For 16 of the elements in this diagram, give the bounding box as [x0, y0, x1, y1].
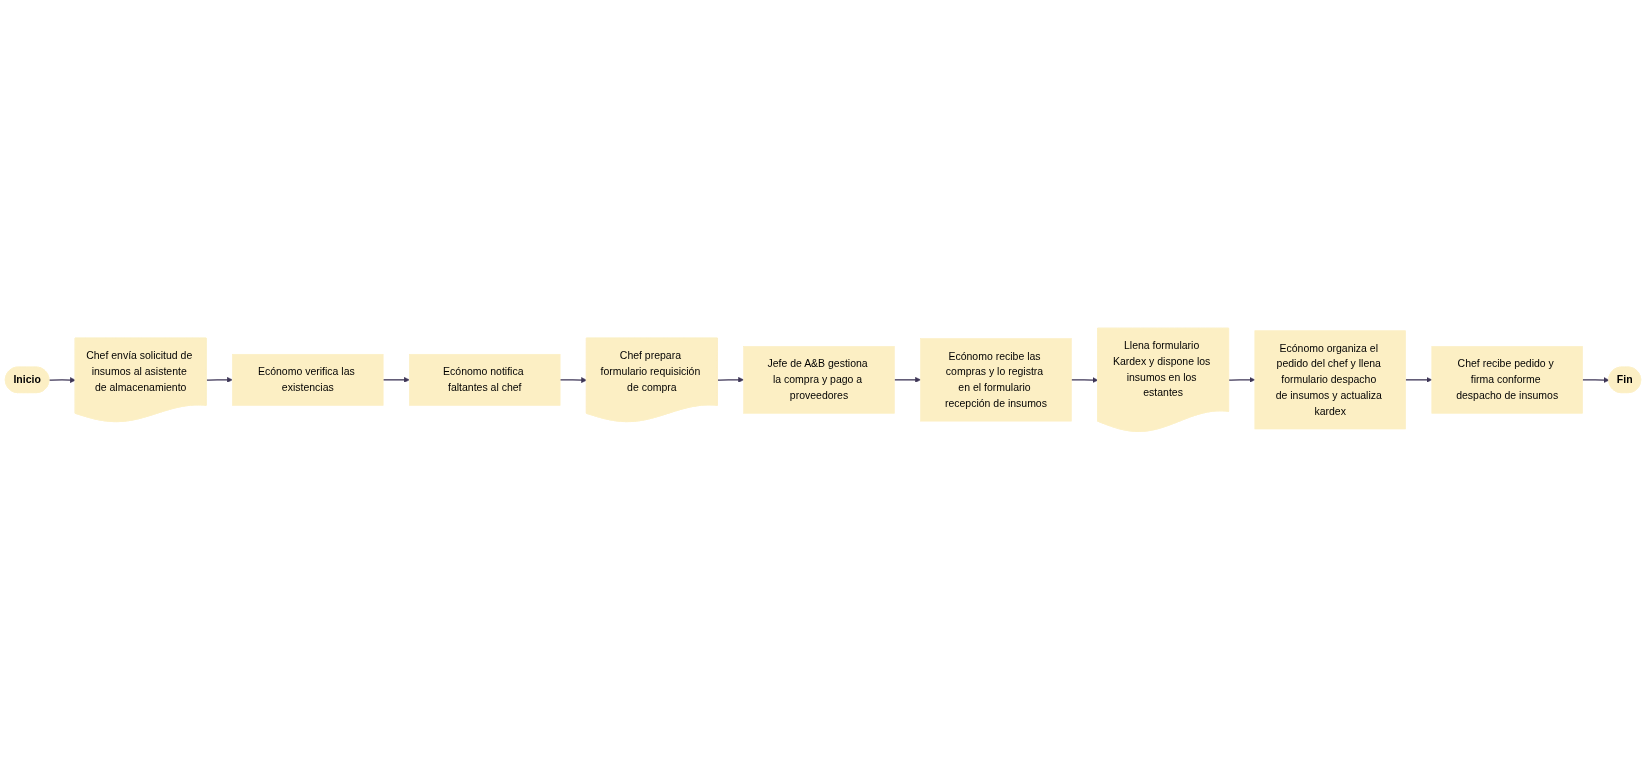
arrow	[382, 377, 410, 383]
arrow	[717, 377, 744, 383]
arrow	[1070, 377, 1099, 384]
arrow	[205, 377, 233, 383]
arrow	[1581, 377, 1610, 384]
node-box: Ecónomo organiza el pedido del chef y llena formulario despacho de insumos y actualiza kardex	[1254, 330, 1406, 430]
node-box: Ecónomo verifica las existencias	[232, 354, 384, 406]
arrow	[1404, 377, 1433, 383]
node-box: Jefe de A&B gestiona la compra y pago a proveedores	[743, 346, 895, 414]
node-box: Ecónomo recibe las compras y lo registra en el formulario recepción de insumos	[920, 338, 1072, 422]
arrow	[48, 377, 76, 384]
arrow	[559, 377, 587, 384]
node-box: Ecónomo notifica faltantes al chef	[409, 354, 561, 406]
arrow	[1228, 377, 1256, 383]
node-box: Chef recibe pedido y firma conforme despacho de insumos	[1431, 346, 1583, 414]
arrow	[893, 377, 921, 383]
